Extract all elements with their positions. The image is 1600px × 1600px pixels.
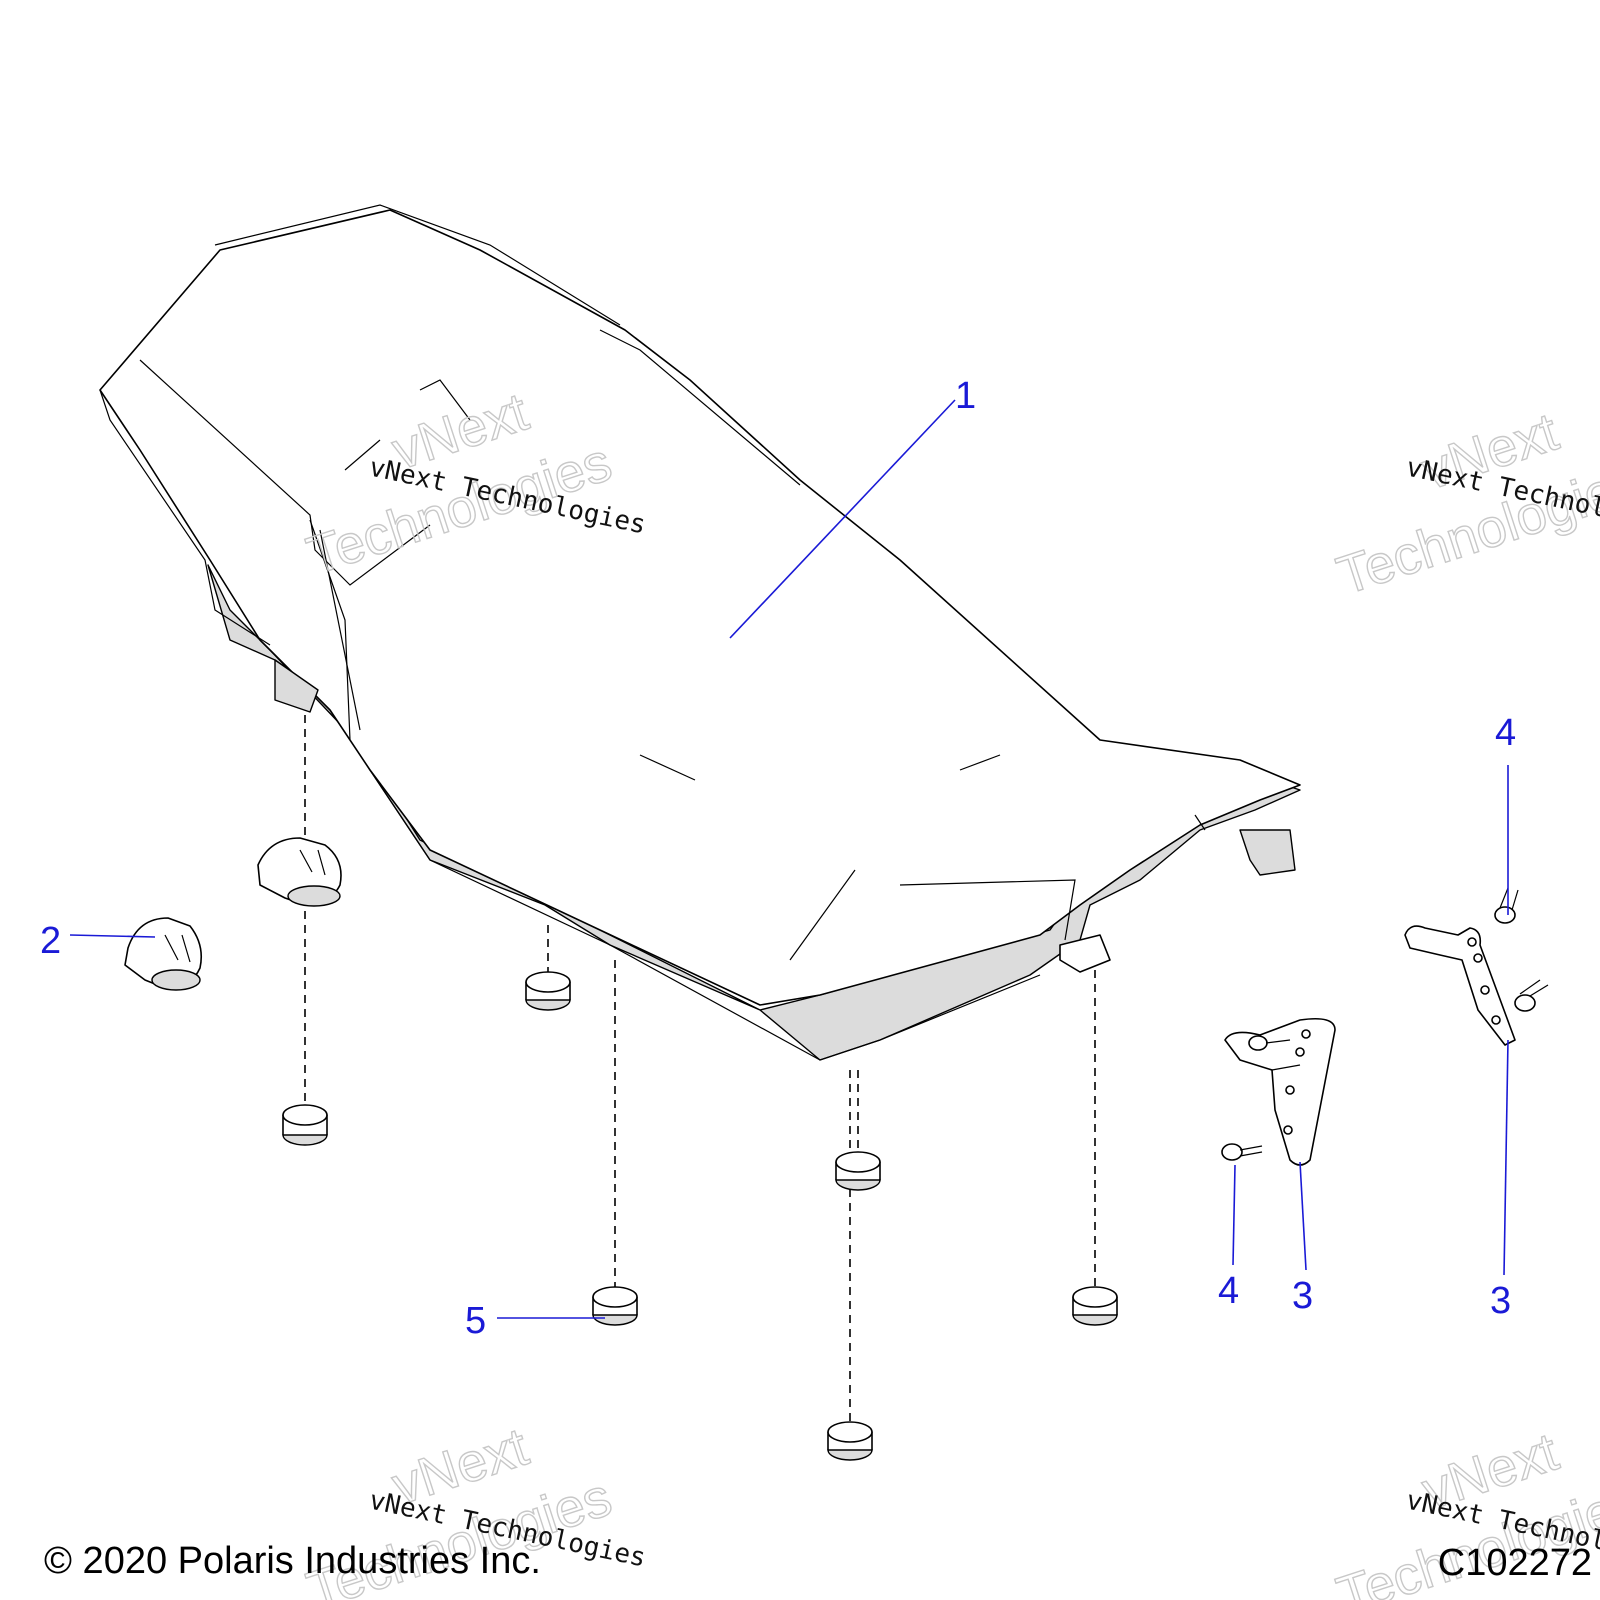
watermark-top-right: vNext Technologies vNext Technologies	[1329, 401, 1600, 607]
callout-labels: 1 2 5 4 3 4 3	[40, 375, 1516, 1342]
screw-right	[1514, 979, 1549, 1012]
grommet	[827, 1421, 873, 1461]
screw-lower	[1221, 1143, 1263, 1161]
seat-latch-hook-lower	[124, 917, 203, 991]
callout-grommet: 5	[465, 1300, 486, 1342]
diagram-id: C102272	[1437, 1542, 1592, 1584]
copyright-notice: © 2020 Polaris Industries Inc.	[44, 1540, 541, 1582]
seat-latch-hook-upper	[257, 837, 342, 907]
grommet	[592, 1286, 638, 1326]
callout-seat-latch-hook: 2	[40, 920, 61, 962]
grommet	[835, 1151, 881, 1191]
seat-bracket-right	[1404, 925, 1516, 1046]
screw-icon	[1248, 1035, 1291, 1051]
grommet	[525, 971, 571, 1011]
seat-bracket-center	[1224, 1017, 1336, 1166]
callout-screw-upper: 4	[1495, 712, 1516, 754]
callout-bracket-center: 3	[1292, 1275, 1313, 1317]
assembly-dashed-lines	[304, 715, 1096, 1430]
screw-upper	[1494, 887, 1519, 924]
grommet	[282, 1104, 328, 1146]
callout-screw-lower: 4	[1218, 1270, 1239, 1312]
grommet-group	[282, 971, 1118, 1461]
callout-bracket-right: 3	[1490, 1280, 1511, 1322]
callout-seat: 1	[955, 375, 976, 417]
leader-lines	[69, 399, 1509, 1319]
grommet	[1072, 1286, 1118, 1326]
seat-illustration	[99, 204, 1301, 1061]
